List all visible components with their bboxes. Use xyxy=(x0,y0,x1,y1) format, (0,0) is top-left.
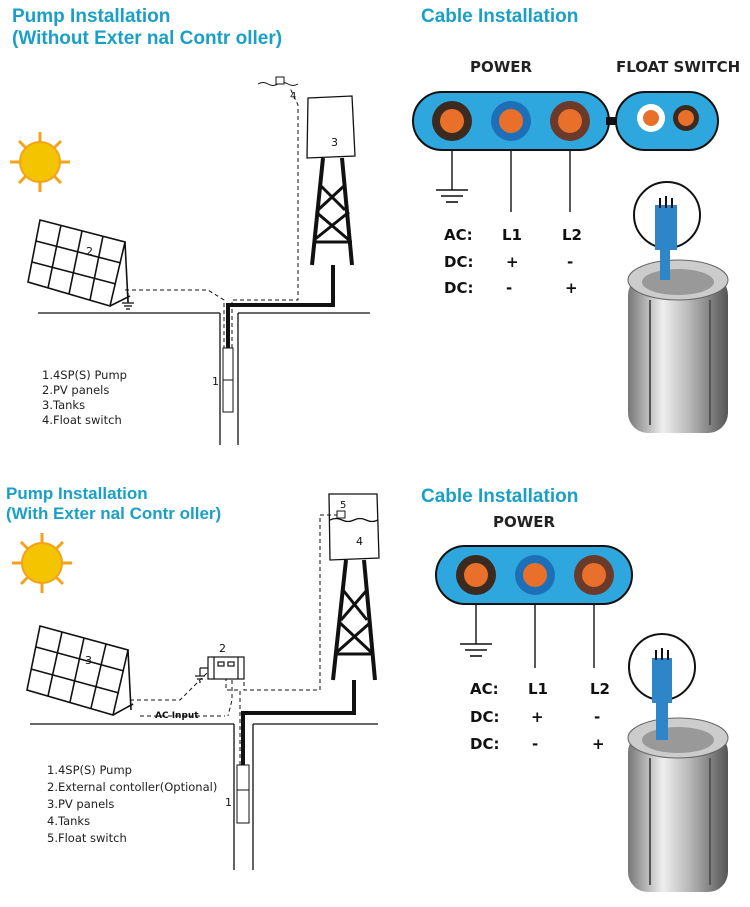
table-cell-l2: - xyxy=(567,253,574,271)
top-pump-number: 1 xyxy=(212,375,219,388)
top-legend: 1.4SP(S) Pump 2.PV panels 3.Tanks 4.Floa… xyxy=(42,368,127,428)
table-row-label: DC: xyxy=(444,253,474,271)
legend-item: 2.PV panels xyxy=(42,383,110,397)
legend-item: 3.Tanks xyxy=(42,398,86,412)
top-panel-number: 2 xyxy=(86,245,93,258)
legend-item: 2.External contoller(Optional) xyxy=(47,780,218,794)
legend-item: 3.PV panels xyxy=(47,797,115,811)
table-cell-l2: + xyxy=(565,279,578,297)
bottom-power-label: POWER xyxy=(493,513,556,531)
table-cell-l2: L2 xyxy=(562,226,582,244)
top-pump-title-line1: Pump Installation xyxy=(12,6,171,27)
top-panel-ground-icon xyxy=(122,293,134,310)
top-float-switch xyxy=(257,76,299,86)
bottom-wiring xyxy=(130,514,356,765)
bottom-pump xyxy=(236,764,250,824)
bottom-float-number: 5 xyxy=(340,500,346,511)
top-float-switch-label: FLOAT SWITCH xyxy=(616,58,741,76)
table-cell-l2: - xyxy=(594,708,601,726)
bottom-power-cable xyxy=(435,545,633,605)
top-cable-leads xyxy=(451,150,571,212)
top-pump-title-line2: (Without Exter nal Contr oller) xyxy=(12,28,283,49)
bottom-tank-number: 4 xyxy=(356,535,363,548)
bottom-float-switch xyxy=(336,510,346,519)
legend-item: 1.4SP(S) Pump xyxy=(42,368,127,382)
table-cell-l1: L1 xyxy=(528,680,548,698)
top-float-cable xyxy=(615,91,719,151)
legend-item: 1.4SP(S) Pump xyxy=(47,763,132,777)
bottom-pv-panel xyxy=(26,625,134,717)
bottom-water-tower xyxy=(328,493,380,681)
bottom-sun-icon xyxy=(12,533,72,593)
top-cable-title: Cable Installation xyxy=(421,6,579,27)
bottom-cable-title: Cable Installation xyxy=(421,486,579,507)
table-cell-l1: - xyxy=(506,279,513,297)
top-float-number: 4 xyxy=(290,91,296,102)
bottom-pump-photo xyxy=(627,633,729,892)
bottom-panel-number: 3 xyxy=(85,654,92,667)
bottom-cable-leads xyxy=(475,604,595,668)
top-wiring xyxy=(125,87,335,348)
table-cell-l1: - xyxy=(532,735,539,753)
legend-item: 5.Float switch xyxy=(47,831,127,845)
top-ground-well xyxy=(38,312,370,445)
bottom-ground-well xyxy=(30,723,378,870)
bottom-controller-ground-icon xyxy=(195,667,208,683)
table-cell-l1: L1 xyxy=(502,226,522,244)
top-power-cable xyxy=(412,91,610,151)
table-cell-l1: + xyxy=(531,708,544,726)
table-cell-l1: + xyxy=(506,253,519,271)
top-pv-panel xyxy=(27,219,131,308)
top-power-label: POWER xyxy=(470,58,533,76)
bottom-ac-input-label: AC Input xyxy=(155,711,199,721)
legend-item: 4.Tanks xyxy=(47,814,91,828)
table-cell-l2: + xyxy=(592,735,605,753)
bottom-external-controller xyxy=(207,656,245,680)
table-row-label: AC: xyxy=(444,226,473,244)
table-row-label: DC: xyxy=(470,708,500,726)
top-tank-number: 3 xyxy=(331,136,338,149)
top-pump-photo xyxy=(627,181,729,433)
table-row-label: DC: xyxy=(470,735,500,753)
top-wiring-table: AC: L1 L2 DC: + - DC: - + xyxy=(444,226,604,306)
top-ground-icon xyxy=(436,189,468,203)
table-row-label: DC: xyxy=(444,279,474,297)
top-water-tower xyxy=(306,95,356,266)
bottom-pump-title-line1: Pump Installation xyxy=(6,484,148,503)
table-cell-l2: L2 xyxy=(590,680,610,698)
legend-item: 4.Float switch xyxy=(42,413,122,427)
bottom-pump-title-line2: (With Exter nal Contr oller) xyxy=(6,504,222,523)
table-row-label: AC: xyxy=(470,680,499,698)
bottom-pump-number: 1 xyxy=(225,796,232,809)
bottom-controller-number: 2 xyxy=(219,642,226,655)
bottom-legend: 1.4SP(S) Pump 2.External contoller(Optio… xyxy=(47,762,217,847)
bottom-wiring-table: AC: L1 L2 DC: + - DC: - + xyxy=(470,680,630,760)
bottom-ground-icon xyxy=(460,643,492,657)
top-sun-icon xyxy=(10,132,70,192)
